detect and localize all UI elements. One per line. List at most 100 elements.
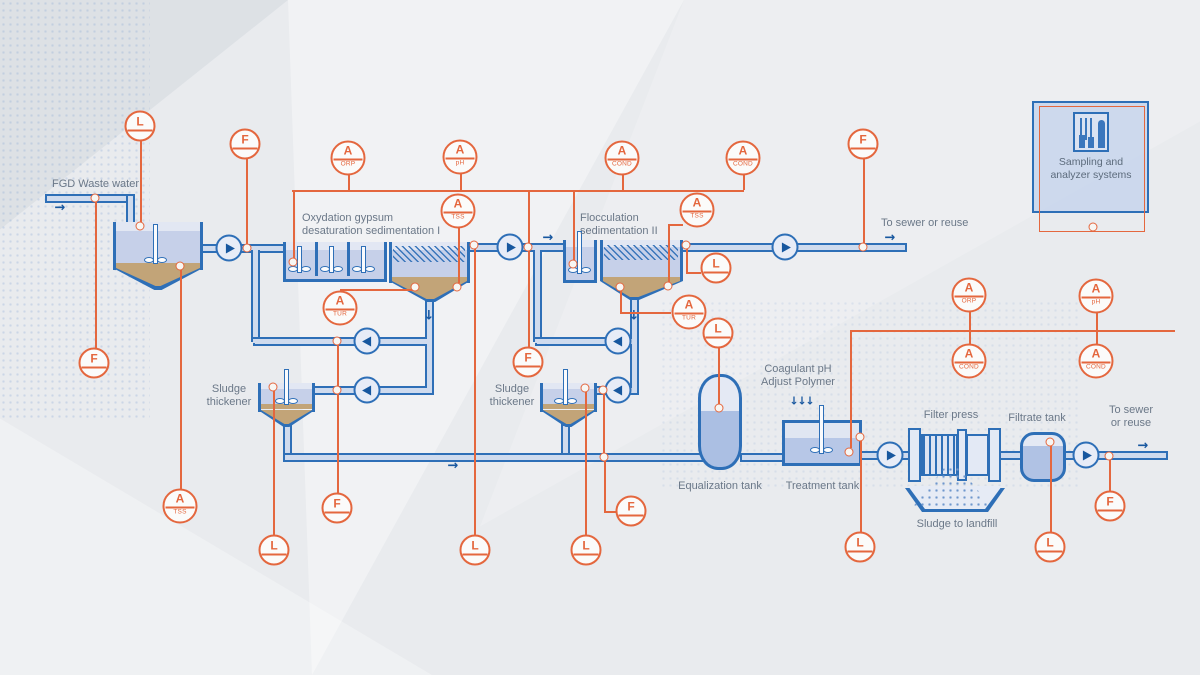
instrument-letter: A bbox=[738, 143, 748, 158]
agitator-shaft bbox=[297, 246, 302, 273]
instrument-line bbox=[620, 291, 622, 313]
instrument-divider bbox=[1097, 509, 1123, 511]
flocculation-label-line1: Flocculation bbox=[580, 212, 639, 224]
instrument-L: L bbox=[258, 534, 290, 566]
instrument-F: F bbox=[321, 492, 353, 524]
instrument-line bbox=[340, 289, 415, 291]
agitator-blade-icon bbox=[554, 398, 564, 404]
connection-tap bbox=[135, 221, 145, 231]
pipe-junction bbox=[425, 388, 428, 393]
connection-tap bbox=[452, 282, 462, 292]
pipe-segment bbox=[283, 453, 704, 462]
pipe-junction bbox=[563, 455, 568, 460]
sampling-box-outline bbox=[1039, 106, 1145, 232]
instrument-L: L bbox=[570, 534, 602, 566]
pump-icon bbox=[215, 234, 243, 262]
agitator-blade-icon bbox=[333, 266, 343, 272]
instrument-divider bbox=[333, 158, 363, 160]
instrument-letter: F bbox=[859, 132, 867, 147]
connection-tap bbox=[332, 336, 342, 346]
instrument-divider bbox=[325, 308, 355, 310]
coagulant-label-line1: Coagulant pH bbox=[764, 363, 832, 375]
treatment-tank-label: Treatment tank bbox=[785, 480, 860, 492]
instrument-divider bbox=[81, 366, 107, 368]
flow-arrow: ↓ bbox=[423, 308, 435, 324]
instrument-line bbox=[668, 224, 683, 226]
flow-arrow: → bbox=[1137, 438, 1149, 454]
flow-arrow: → bbox=[884, 230, 896, 246]
thickener2-wall bbox=[594, 383, 597, 412]
filter-press-plate bbox=[988, 428, 1001, 482]
agitator-shaft bbox=[563, 369, 568, 405]
instrument-letter: L bbox=[136, 114, 144, 129]
instrument-letter: L bbox=[714, 321, 722, 336]
connection-tap bbox=[858, 242, 868, 252]
instrument-line bbox=[460, 172, 462, 190]
pipe-segment bbox=[251, 250, 260, 342]
instrument-divider bbox=[607, 158, 637, 160]
connection-tap bbox=[714, 403, 724, 413]
sludge-thickener2-label: Sludge thickener bbox=[487, 383, 537, 409]
instrument-line bbox=[969, 330, 971, 344]
agitator-blade-icon bbox=[275, 398, 285, 404]
instrument-line bbox=[604, 461, 606, 511]
instrument-letter: L bbox=[712, 256, 720, 271]
sludge-to-landfill-label: Sludge to landfill bbox=[916, 518, 998, 530]
agitator-blade-icon bbox=[352, 266, 362, 272]
instrument-letter: A bbox=[1091, 281, 1101, 296]
instrument-subtype: COND bbox=[959, 363, 979, 371]
instrument-letter: L bbox=[270, 538, 278, 553]
connection-tap bbox=[523, 242, 533, 252]
oxydation-label: Oxydation gypsum desaturation sedimentat… bbox=[302, 212, 440, 238]
flow-arrow: ↓ bbox=[797, 394, 807, 408]
instrument-letter: F bbox=[333, 496, 341, 511]
instrument-L: L bbox=[702, 317, 734, 349]
sampling-box bbox=[1032, 101, 1149, 213]
instrument-F: F bbox=[1094, 490, 1126, 522]
agitator-blade-icon bbox=[365, 266, 375, 272]
instrument-line bbox=[292, 190, 744, 192]
instrument-subtype: pH bbox=[1091, 298, 1101, 306]
flow-arrow: → bbox=[447, 458, 459, 474]
instrument-letter: F bbox=[627, 499, 635, 514]
instrument-subtype: pH bbox=[455, 159, 465, 167]
instrument-divider bbox=[443, 211, 473, 213]
connection-tap bbox=[268, 382, 278, 392]
agitator-blade-icon bbox=[157, 257, 167, 263]
instrument-divider bbox=[261, 553, 287, 555]
instrument-line bbox=[528, 251, 530, 347]
instrument-subtype: COND bbox=[733, 160, 753, 168]
agitator-blade-icon bbox=[288, 266, 298, 272]
instrument-subtype: ORP bbox=[340, 160, 356, 168]
instrument-divider bbox=[1081, 361, 1111, 363]
sampling-label-line1: Sampling and bbox=[1058, 156, 1124, 168]
agitator-shaft bbox=[329, 246, 334, 273]
instrument-letter: A bbox=[453, 196, 463, 211]
connection-tap bbox=[580, 383, 590, 393]
pipe-junction bbox=[253, 248, 258, 253]
instrument-subtype: TSS bbox=[690, 212, 704, 220]
agitator-shaft bbox=[361, 246, 366, 273]
flow-arrow: ↓ bbox=[628, 308, 640, 324]
thickener2-wall bbox=[540, 383, 543, 412]
instrument-divider bbox=[462, 553, 488, 555]
instrument-line bbox=[348, 173, 350, 190]
flow-arrow: → bbox=[542, 230, 554, 246]
instrument-line bbox=[622, 173, 624, 190]
instrument-divider bbox=[573, 553, 599, 555]
instrument-letter: A bbox=[455, 142, 465, 157]
connection-tap bbox=[1104, 451, 1114, 461]
flocculation-label: Flocculation sedimentation II bbox=[580, 212, 658, 238]
thickener1-label-line2: thickener bbox=[206, 396, 252, 408]
oxydation-label-line2: desaturation sedimentation I bbox=[302, 225, 441, 237]
instrument-line bbox=[573, 190, 575, 260]
filter-press-label: Filter press bbox=[923, 409, 979, 421]
pipe-junction bbox=[285, 455, 290, 460]
instrument-line bbox=[620, 312, 671, 314]
oxydation-tank-wall bbox=[384, 242, 387, 282]
instrument-divider bbox=[618, 514, 644, 516]
pipe-segment bbox=[533, 250, 542, 342]
